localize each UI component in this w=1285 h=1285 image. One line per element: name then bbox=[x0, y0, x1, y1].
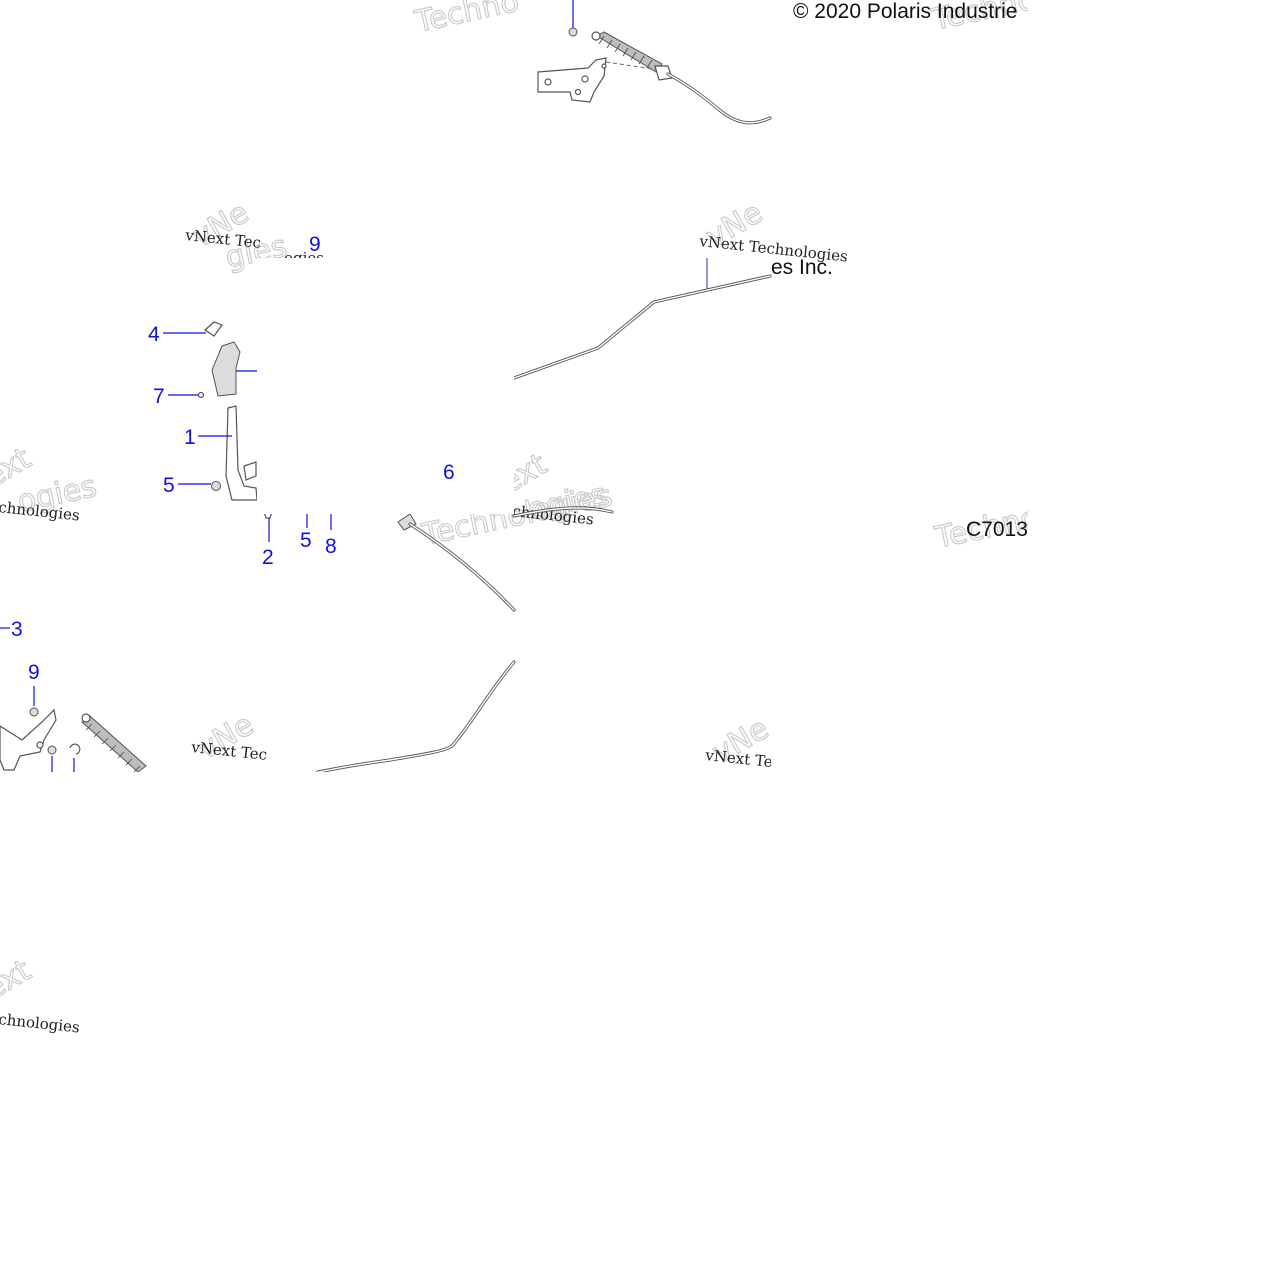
grip-cap bbox=[204, 321, 223, 337]
callout-6: 6 bbox=[443, 461, 455, 484]
right-edge-mask bbox=[1028, 0, 1285, 1285]
copyright-notice: © 2020 Polaris Industrie bbox=[793, 0, 1017, 23]
callout-9-lower: 9 bbox=[28, 661, 40, 684]
diagram-code: C7013 bbox=[966, 518, 1028, 541]
callout-2: 2 bbox=[262, 546, 274, 569]
copyright-fragment: es Inc. bbox=[771, 256, 833, 279]
callout-8: 8 bbox=[325, 535, 337, 558]
top-cable-assembly bbox=[537, 0, 772, 125]
nut-9b bbox=[29, 707, 39, 717]
mounting-bracket bbox=[537, 57, 607, 103]
lever-assembly bbox=[197, 321, 273, 519]
washer-5a bbox=[211, 481, 221, 491]
lower-left-assembly bbox=[0, 707, 147, 773]
watermark-vnext-lower-mid: vNext Tec bbox=[704, 746, 782, 772]
spring-top bbox=[596, 31, 663, 73]
callout-4: 4 bbox=[148, 323, 160, 346]
callout-5-lower: 5 bbox=[300, 529, 312, 552]
middle-cable bbox=[512, 258, 772, 380]
callout-7: 7 bbox=[153, 385, 165, 408]
lever-arm bbox=[225, 405, 258, 501]
document-labels: © 2020 Polaris Industrie es Inc. C7013 bbox=[771, 0, 1028, 541]
callout-5-upper: 5 bbox=[163, 474, 175, 497]
lower-cable bbox=[316, 506, 614, 774]
callout-3: 3 bbox=[11, 618, 23, 641]
callout-9-upper: 9 bbox=[309, 233, 321, 256]
nut-top bbox=[568, 27, 578, 37]
callouts: 4 7 1 5 9 2 5 8 6 3 9 bbox=[11, 233, 455, 684]
watermark-technologies-top: Techno bbox=[411, 0, 522, 40]
watermark-vnext-lower-left: vNext Tec bbox=[190, 738, 268, 764]
grip-handle bbox=[211, 341, 241, 397]
callout-1: 1 bbox=[184, 426, 196, 449]
